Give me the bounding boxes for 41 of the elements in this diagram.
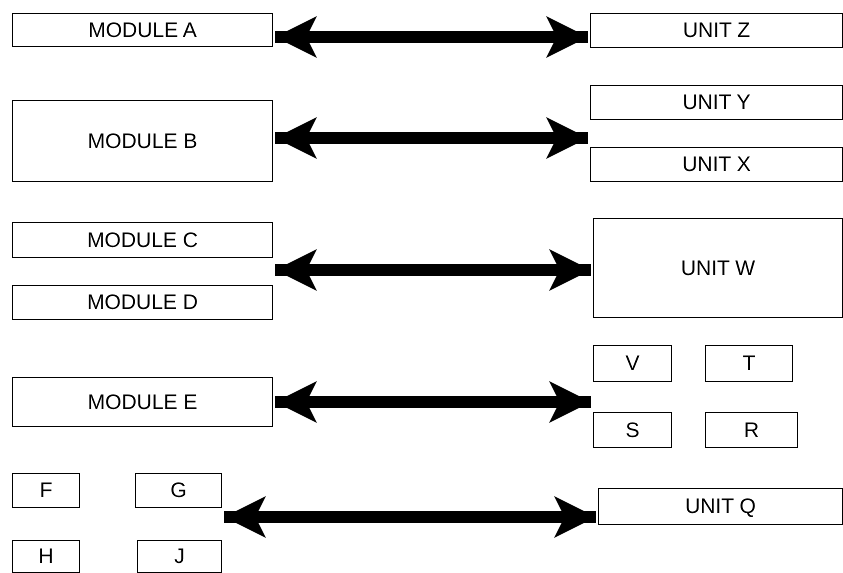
- module-box: [593, 218, 843, 318]
- module-box: [12, 540, 80, 573]
- box-label: V: [625, 353, 640, 374]
- box-label: MODULE E: [88, 392, 198, 412]
- box-label: F: [40, 480, 52, 501]
- module-box: [593, 412, 672, 448]
- module-box: [12, 13, 273, 47]
- box-label: J: [174, 546, 185, 567]
- module-box: [590, 13, 843, 48]
- module-box: [12, 473, 80, 508]
- box-label: UNIT Z: [682, 20, 750, 41]
- double-arrow: [275, 249, 591, 291]
- box-label: MODULE A: [88, 20, 197, 40]
- module-box: [590, 147, 843, 182]
- double-arrow: [275, 117, 588, 159]
- box-label: UNIT W: [680, 258, 756, 278]
- box-label: R: [744, 420, 760, 440]
- module-box: [593, 345, 672, 382]
- box-label: T: [742, 353, 756, 374]
- module-box: [705, 345, 793, 382]
- box-label: MODULE D: [87, 292, 198, 313]
- module-box: [598, 488, 843, 525]
- module-box: [12, 377, 273, 427]
- box-label: UNIT X: [682, 154, 751, 175]
- module-box: [12, 285, 273, 320]
- module-box: [12, 100, 273, 182]
- box-label: H: [38, 546, 54, 567]
- box-label: S: [625, 420, 640, 440]
- module-box: [12, 222, 273, 258]
- module-box: [135, 473, 222, 508]
- double-arrow: [275, 381, 591, 423]
- box-label: UNIT Q: [685, 496, 756, 517]
- module-box: [590, 85, 843, 120]
- box-label: MODULE B: [88, 130, 198, 152]
- module-box: [137, 540, 222, 573]
- double-arrow: [275, 16, 588, 58]
- box-label: MODULE C: [87, 230, 198, 250]
- module-box: [705, 412, 798, 448]
- box-label: UNIT Y: [682, 92, 751, 113]
- double-arrow: [224, 496, 596, 538]
- box-label: G: [170, 480, 187, 501]
